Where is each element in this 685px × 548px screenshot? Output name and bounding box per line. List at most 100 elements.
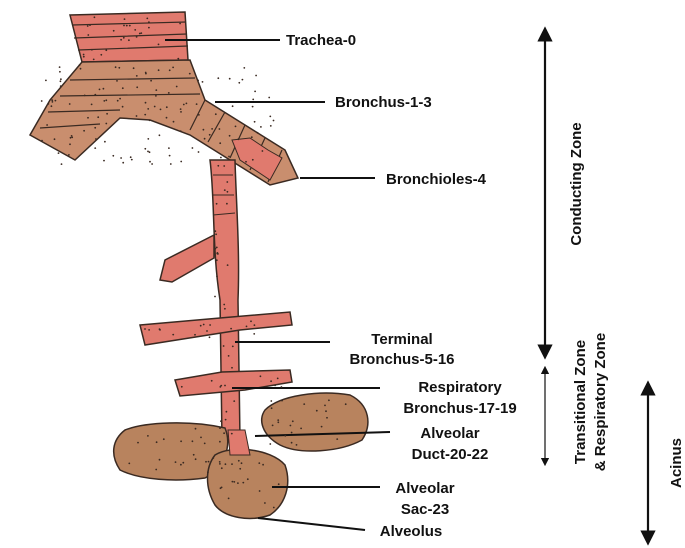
speckle-dot xyxy=(135,75,138,77)
speckle-dot xyxy=(220,156,222,159)
speckle-dot xyxy=(79,67,82,70)
speckle-dot xyxy=(91,48,93,51)
speckle-dot xyxy=(258,462,261,464)
speckle-dot xyxy=(269,125,272,127)
speckle-dot xyxy=(89,24,91,26)
speckle-dot xyxy=(202,323,205,326)
speckle-dot xyxy=(315,409,318,412)
speckle-dot xyxy=(240,462,243,465)
speckle-dot xyxy=(145,72,147,75)
speckle-dot xyxy=(224,384,226,387)
speckle-dot xyxy=(97,116,100,119)
speckle-dot xyxy=(58,66,61,68)
label-respiratory-line2: Bronchus-17-19 xyxy=(403,400,516,417)
speckle-dot xyxy=(222,345,225,347)
speckle-dot xyxy=(87,34,90,36)
speckle-dot xyxy=(94,147,97,150)
speckle-dot xyxy=(148,26,150,29)
speckle-dot xyxy=(219,440,221,443)
speckle-dot xyxy=(191,440,194,443)
speckle-dot xyxy=(325,410,327,413)
speckle-dot xyxy=(217,77,220,80)
speckle-dot xyxy=(175,85,178,88)
speckle-dot xyxy=(324,404,326,407)
speckle-dot xyxy=(150,79,153,82)
speckle-dot xyxy=(53,138,56,141)
speckle-dot xyxy=(215,246,218,249)
zone-acinus: Acinus xyxy=(668,438,685,488)
speckle-dot xyxy=(59,70,61,73)
speckle-dot xyxy=(165,116,168,119)
speckle-dot xyxy=(214,295,216,298)
speckle-dot xyxy=(228,134,231,137)
speckle-dot xyxy=(270,380,272,383)
label-terminal-line1: Terminal xyxy=(371,331,432,348)
speckle-dot xyxy=(168,69,171,72)
speckle-dot xyxy=(46,124,48,126)
speckle-dot xyxy=(277,419,280,421)
speckle-dot xyxy=(51,101,54,103)
speckle-dot xyxy=(231,463,233,465)
speckle-dot xyxy=(180,440,183,443)
speckle-dot xyxy=(162,438,165,441)
speckle-dot xyxy=(86,25,89,27)
speckle-dot xyxy=(231,480,234,483)
speckle-dot xyxy=(135,115,138,117)
speckle-dot xyxy=(272,119,275,122)
speckle-dot xyxy=(231,345,234,348)
speckle-dot xyxy=(105,122,108,125)
label-terminal-line2: Bronchus-5-16 xyxy=(349,351,454,368)
label-bronchioles: Bronchioles-4 xyxy=(386,171,487,188)
speckle-dot xyxy=(180,111,182,113)
speckle-dot xyxy=(207,471,209,474)
speckle-dot xyxy=(269,443,272,445)
speckle-dot xyxy=(253,333,256,335)
speckle-dot xyxy=(216,275,218,278)
speckle-dot xyxy=(155,89,158,91)
speckle-dot xyxy=(194,458,197,461)
speckle-dot xyxy=(158,458,161,461)
speckle-dot xyxy=(120,157,122,159)
speckle-dot xyxy=(226,264,229,266)
speckle-dot xyxy=(147,138,150,140)
speckle-dot xyxy=(224,418,227,421)
speckle-dot xyxy=(116,80,118,82)
speckle-dot xyxy=(68,154,70,156)
speckle-dot xyxy=(121,105,124,108)
speckle-dot xyxy=(57,152,60,155)
speckle-dot xyxy=(185,102,188,105)
speckle-dot xyxy=(226,202,228,205)
speckle-dot xyxy=(180,385,183,388)
speckle-dot xyxy=(219,487,222,490)
speckle-dot xyxy=(206,330,208,332)
speckle-dot xyxy=(262,463,264,466)
speckle-dot xyxy=(155,441,158,444)
speckle-dot xyxy=(45,79,47,82)
speckle-dot xyxy=(219,427,221,429)
speckle-dot xyxy=(208,336,211,339)
speckle-dot xyxy=(134,29,137,31)
speckle-dot xyxy=(231,105,234,108)
speckle-dot xyxy=(220,384,223,387)
speckle-dot xyxy=(250,320,252,323)
speckle-dot xyxy=(128,24,131,27)
speckle-dot xyxy=(211,127,214,130)
speckle-dot xyxy=(41,139,43,142)
speckle-dot xyxy=(280,386,283,388)
speckle-dot xyxy=(260,126,262,128)
speckle-dot xyxy=(125,24,128,27)
speckle-dot xyxy=(237,482,239,484)
speckle-dot xyxy=(284,434,287,437)
speckle-dot xyxy=(98,88,101,91)
speckle-dot xyxy=(328,399,330,402)
speckle-dot xyxy=(144,147,147,150)
speckle-dot xyxy=(146,17,149,20)
speckle-dot xyxy=(172,120,175,123)
speckle-dot xyxy=(140,32,143,34)
label-trachea: Trachea-0 xyxy=(286,32,356,49)
speckle-dot xyxy=(148,151,151,154)
speckle-dot xyxy=(300,427,302,430)
label-duct-line1: Alveolar xyxy=(420,425,479,442)
speckle-dot xyxy=(227,355,230,357)
zone-conducting: Conducting Zone xyxy=(568,122,585,245)
